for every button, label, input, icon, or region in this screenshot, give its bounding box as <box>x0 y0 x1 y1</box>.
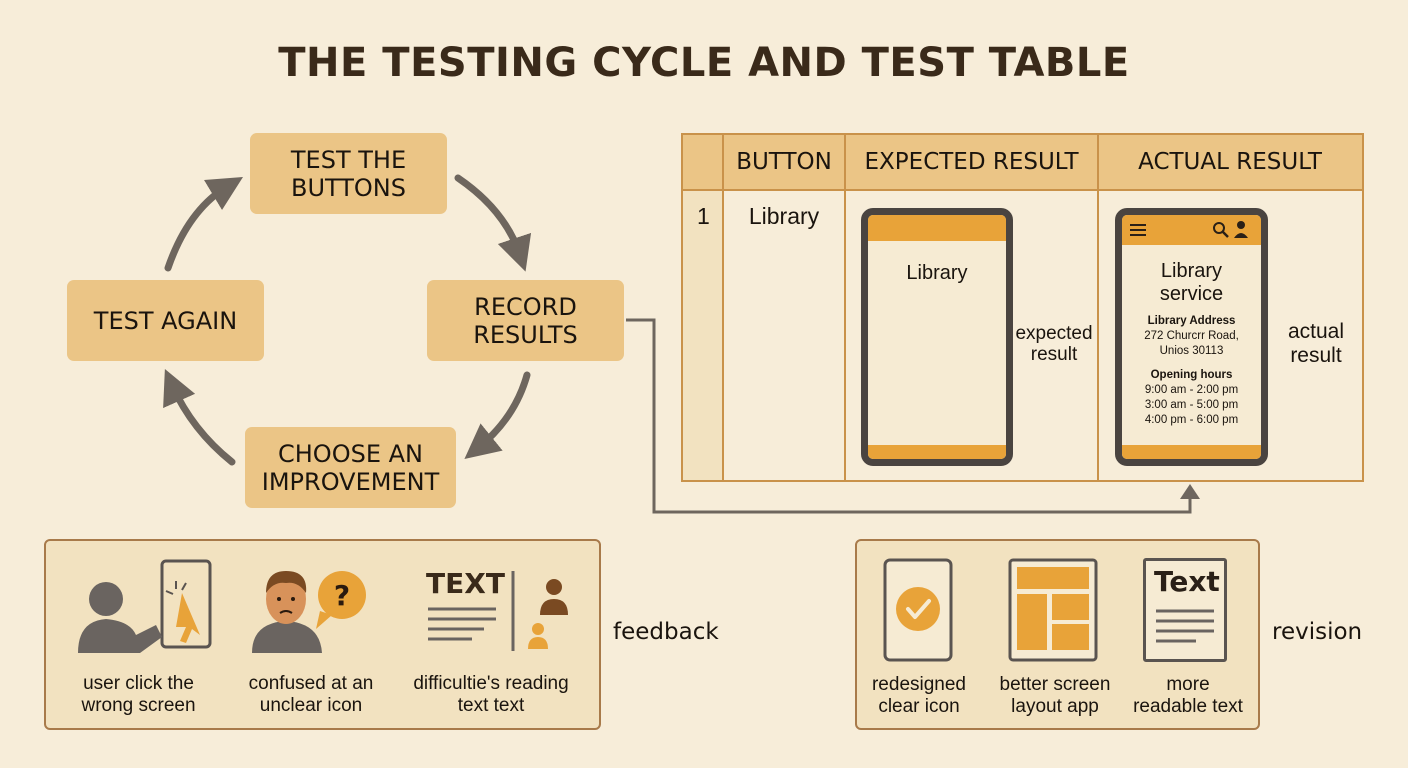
actual-phone-title: Library service <box>1159 260 1224 305</box>
expected-phone-bottom-bar <box>868 445 1006 459</box>
connector-record-to-table <box>626 318 1192 514</box>
layout-icon <box>1008 558 1098 662</box>
step-test-again: TEST AGAIN <box>67 280 264 361</box>
actual-result-phone: Library service Library Address 272 Chur… <box>1115 208 1268 466</box>
actual-result-label: actual result <box>1287 320 1345 367</box>
row-button-name: Library <box>748 203 820 229</box>
table-header-actual: ACTUAL RESULT <box>1098 135 1362 189</box>
step-choose-improvement: CHOOSE AN IMPROVEMENT <box>245 427 456 508</box>
feedback-label: feedback <box>613 619 719 645</box>
expected-phone-top-bar <box>868 215 1006 241</box>
actual-phone-address-heading: Library Address <box>1147 315 1236 327</box>
table-header-expected: EXPECTED RESULT <box>845 135 1098 189</box>
menu-icon[interactable] <box>1130 224 1146 236</box>
document-icon: Text <box>1143 558 1227 662</box>
expected-result-label: expected result <box>1015 323 1093 365</box>
document-icon-label: Text <box>1154 565 1220 598</box>
expected-result-phone: Library <box>861 208 1013 466</box>
feedback-caption-1: user click the wrong screen <box>81 673 196 716</box>
arrow-test-again-to-test-buttons <box>164 176 244 272</box>
connector-arrowhead <box>1180 484 1200 499</box>
actual-phone-hours: 9:00 am - 2:00 pm 3:00 am - 5:00 pm 4:00… <box>1144 384 1239 426</box>
arrow-choose-to-test-again <box>163 369 236 466</box>
actual-phone-top-bar <box>1122 215 1261 245</box>
user-icon[interactable] <box>1234 221 1248 238</box>
step-record-results: RECORD RESULTS <box>427 280 624 361</box>
actual-phone-bottom-bar <box>1122 445 1261 459</box>
user-tapping-screen-icon <box>78 559 212 653</box>
feedback-panel: ? TEXT user click the wrong screen confu… <box>44 539 601 730</box>
row-number: 1 <box>697 203 710 229</box>
page-title: THE TESTING CYCLE AND TEST TABLE <box>278 40 1130 86</box>
revision-caption-3: more readable text <box>1133 674 1243 717</box>
check-icon <box>883 558 953 662</box>
actual-phone-address: 272 Churcrr Road, Unios 30113 <box>1144 330 1239 357</box>
table-col-divider-1 <box>722 135 724 480</box>
feedback-caption-2: confused at an unclear icon <box>248 673 374 716</box>
confused-person-icon: ? <box>252 571 366 653</box>
arrow-test-buttons-to-record <box>454 174 532 272</box>
arrow-record-to-choose <box>464 371 531 460</box>
search-icon[interactable] <box>1213 222 1229 238</box>
step-test-buttons: TEST THE BUTTONS <box>250 133 447 214</box>
revision-caption-1: redesigned clear icon <box>871 674 967 717</box>
table-header-divider <box>683 189 1362 191</box>
actual-phone-hours-heading: Opening hours <box>1150 369 1233 381</box>
table-header-button: BUTTON <box>723 135 845 189</box>
expected-phone-title: Library <box>906 262 968 284</box>
revision-caption-2: better screen layout app <box>999 674 1111 717</box>
text-lines-icon <box>428 571 568 651</box>
revision-panel: Text redesigned clear icon better screen… <box>855 539 1260 730</box>
table-header-blank <box>683 135 723 189</box>
table-number-column <box>683 191 723 480</box>
test-table: BUTTON EXPECTED RESULT ACTUAL RESULT 1 L… <box>681 133 1364 482</box>
document-lines-icon <box>1156 609 1214 643</box>
feedback-caption-3: difficultie's reading text text <box>413 673 569 716</box>
text-reading-icon: TEXT <box>424 565 584 657</box>
revision-label: revision <box>1272 619 1363 645</box>
table-col-divider-2 <box>844 135 846 480</box>
text-icon-label: TEXT <box>426 567 505 600</box>
table-col-divider-3 <box>1097 135 1099 480</box>
svg-text:?: ? <box>334 579 350 612</box>
